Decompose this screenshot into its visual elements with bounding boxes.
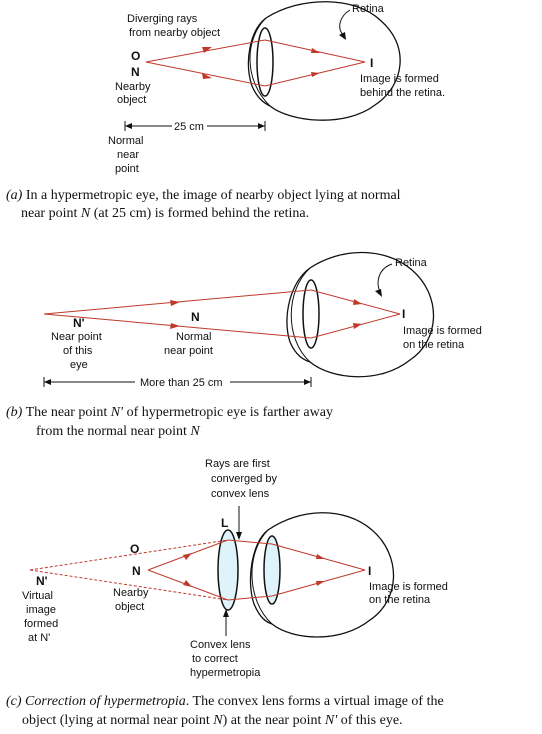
object-label-2: object [117, 94, 146, 106]
eye-lens [256, 27, 274, 97]
ray-lower-converged [227, 595, 273, 601]
point-N-prime: N' [73, 316, 85, 330]
ray-arrow [183, 553, 192, 560]
point-N: N [132, 564, 141, 578]
distance-label: 25 cm [174, 121, 204, 133]
virtual-label-4: at N' [28, 632, 50, 644]
ray-upper-converged [227, 539, 273, 545]
point-I: I [368, 564, 371, 578]
retina-label: Retina [395, 257, 428, 269]
point-O: O [131, 49, 140, 63]
rays-label-3: convex lens [211, 488, 270, 500]
panel-a: Retina Diverging rays from nearby object… [6, 1, 445, 221]
ray-arrow [202, 47, 212, 53]
point-N: N [131, 65, 140, 79]
normal-near-2: near point [164, 345, 213, 357]
image-label-2: behind the retina. [360, 87, 445, 99]
nearpoint-eye-2: of this [63, 345, 93, 357]
ray-arrow [170, 300, 180, 306]
ray-arrow [202, 73, 212, 79]
ray-arrow [353, 323, 362, 329]
object-label-1: Nearby [113, 587, 149, 599]
virtual-ray-upper [29, 539, 229, 571]
lens-label-2: to correct [192, 653, 238, 665]
eye-lens [263, 535, 281, 605]
ray-arrow [316, 581, 325, 586]
image-label-1: Image is formed [360, 73, 439, 85]
lens-L: L [221, 516, 228, 530]
near-label-2: near [117, 149, 139, 161]
ray-arrow [170, 323, 180, 329]
rays-arrowhead [236, 532, 242, 540]
rays-label-1: Rays are first [205, 458, 270, 470]
eyeball [247, 1, 401, 121]
correcting-convex-lens [217, 529, 239, 611]
virtual-label-2: image [26, 604, 56, 616]
virtual-label-1: Virtual [22, 590, 53, 602]
ray-arrow [183, 580, 192, 587]
ray-arrow [311, 72, 320, 77]
retina-arrowhead [375, 289, 382, 297]
lens-label-3: hypermetropia [190, 667, 261, 679]
normal-near-1: Normal [176, 331, 211, 343]
retina-arrowhead [339, 32, 346, 40]
near-label-1: Normal [108, 135, 143, 147]
point-I: I [370, 56, 373, 70]
retina-pointer [377, 263, 393, 293]
nearpoint-eye-3: eye [70, 359, 88, 371]
image-label-2: on the retina [403, 339, 465, 351]
panel-b: Retina I Image is formed on the retina N… [6, 251, 482, 439]
point-I: I [402, 307, 405, 321]
caption-c-line1: (c) Correction of hypermetropia. The con… [6, 694, 444, 709]
distance-arrowhead [44, 379, 51, 385]
point-N-prime: N' [36, 574, 48, 588]
ray-lower [145, 61, 266, 87]
lens-arrowhead [223, 609, 229, 617]
nearpoint-eye-1: Near point [51, 331, 102, 343]
point-O: O [130, 542, 139, 556]
distance-label: More than 25 cm [140, 377, 223, 389]
distance-arrowhead [304, 379, 311, 385]
distance-arrowhead [258, 123, 265, 129]
virtual-ray-lower [29, 569, 229, 601]
near-label-3: point [115, 163, 139, 175]
caption-b-line1: (b) The near point N' of hypermetropic e… [6, 405, 333, 420]
ray-arrow [311, 48, 320, 53]
caption-a-line1: (a) In a hypermetropic eye, the image of… [6, 188, 401, 203]
rays-label-2: converged by [211, 473, 278, 485]
cornea [290, 267, 311, 363]
distance-arrowhead [125, 123, 132, 129]
image-label-2: on the retina [369, 594, 431, 606]
rays-label-1: Diverging rays [127, 13, 198, 25]
image-label-1: Image is formed [369, 581, 448, 593]
panel-c: Rays are first converged by convex lens … [6, 458, 448, 728]
rays-label-2: from nearby object [129, 27, 220, 39]
ray-arrow [316, 554, 325, 559]
lens-label-1: Convex lens [190, 639, 251, 651]
cornea [249, 17, 271, 107]
cornea [251, 529, 273, 625]
eye-lens [302, 279, 320, 349]
ray-arrow [353, 299, 362, 305]
object-label-1: Nearby [115, 81, 151, 93]
caption-c-line2: object (lying at normal near point N) at… [22, 713, 403, 728]
image-label-1: Image is formed [403, 325, 482, 337]
retina-label: Retina [352, 3, 385, 15]
caption-b-line2: from the normal near point N [36, 424, 200, 439]
point-N: N [191, 310, 200, 324]
caption-a-line2: near point N (at 25 cm) is formed behind… [21, 206, 309, 221]
object-label-2: object [115, 601, 144, 613]
virtual-label-3: formed [24, 618, 58, 630]
